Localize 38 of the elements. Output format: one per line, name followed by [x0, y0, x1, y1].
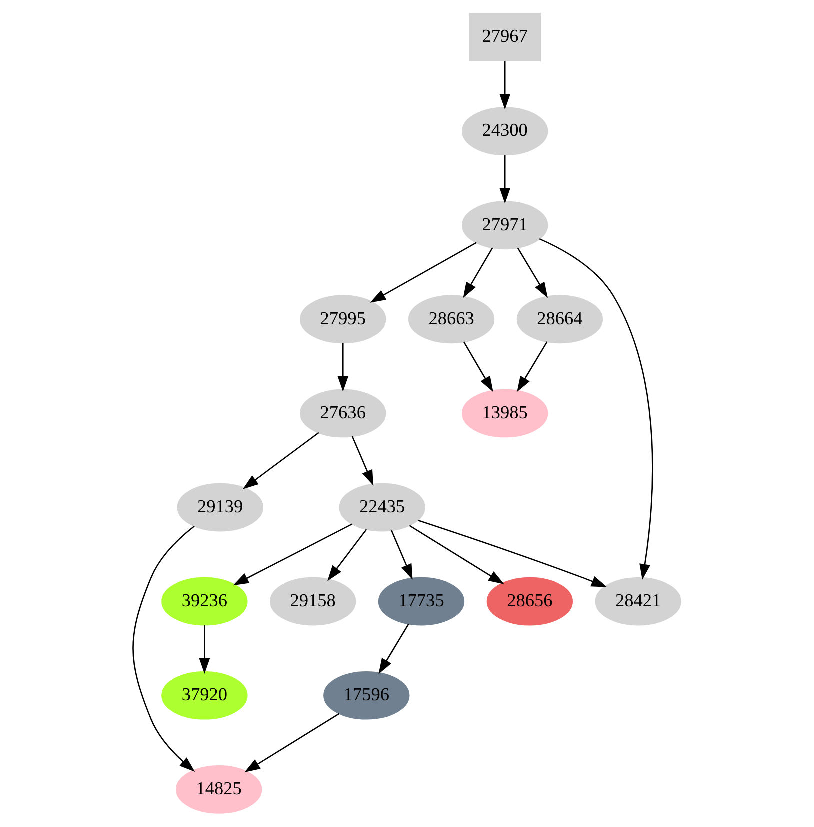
arrow — [328, 529, 368, 582]
node-ellipse: 17596 — [324, 671, 410, 720]
arrow — [370, 242, 477, 303]
arrow — [199, 626, 210, 674]
node-ellipse: 27636 — [300, 389, 386, 438]
node-ellipse: 29158 — [270, 577, 356, 626]
arrow — [463, 342, 494, 392]
arrow — [517, 342, 548, 392]
arrow — [352, 436, 374, 486]
node-ellipse: 28663 — [408, 295, 495, 344]
arrow — [539, 238, 654, 580]
arrow — [463, 248, 494, 298]
arrow — [391, 530, 413, 580]
arrow — [338, 343, 349, 392]
node-ellipse: 27995 — [300, 295, 386, 344]
node-ellipse: 39236 — [162, 577, 248, 626]
node-ellipse: 22435 — [339, 483, 426, 532]
arrow — [500, 61, 511, 110]
node-ellipse: 29139 — [177, 483, 264, 532]
node-ellipse: 28664 — [516, 295, 604, 344]
node-ellipse: 13985 — [462, 389, 548, 438]
node-ellipse: 28656 — [486, 577, 573, 626]
node-ellipse: 37920 — [162, 671, 248, 720]
node-ellipse: 17735 — [378, 577, 465, 626]
node-ellipse: 24300 — [462, 107, 548, 156]
arrow — [409, 525, 504, 584]
arrow — [500, 155, 511, 204]
node-ellipse: 14825 — [176, 766, 262, 814]
node-ellipse: 28421 — [595, 577, 682, 626]
arrow — [244, 713, 340, 773]
arrow — [132, 526, 196, 772]
arrow — [517, 248, 548, 298]
node-box: 27967 — [469, 13, 542, 62]
arrow — [242, 432, 320, 490]
arrow — [233, 524, 352, 586]
node-ellipse: 27971 — [462, 201, 548, 250]
arrow — [378, 624, 410, 674]
arrow — [418, 520, 608, 588]
